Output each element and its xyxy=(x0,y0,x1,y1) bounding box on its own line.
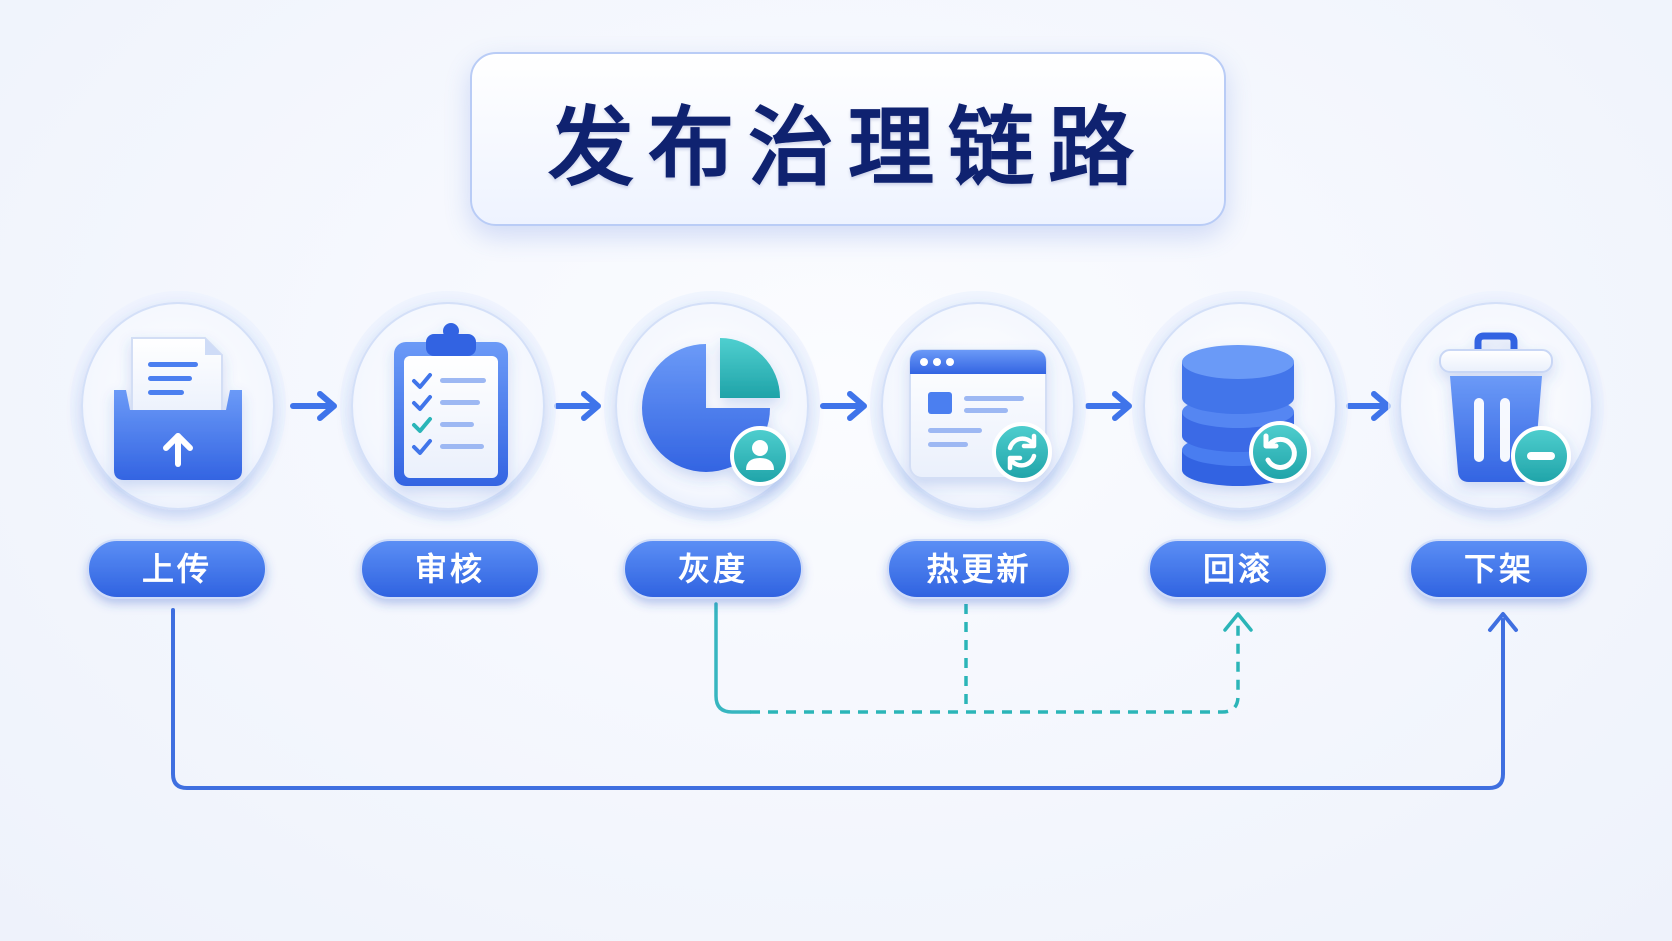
step-pill-review[interactable]: 审核 xyxy=(360,539,540,599)
step-pill-gray-release[interactable]: 灰度 xyxy=(623,539,803,599)
step-label-rollback: 回滚 xyxy=(1203,550,1273,588)
browser-refresh-icon xyxy=(909,349,1052,482)
step-pill-hot-update[interactable]: 热更新 xyxy=(887,539,1071,599)
arrow-4-5 xyxy=(1085,391,1132,421)
page-title: 发布治理链路 xyxy=(548,97,1148,198)
trash-remove-icon xyxy=(1439,332,1571,486)
upload-box-icon xyxy=(114,337,242,480)
connector-arrows xyxy=(290,391,1391,421)
step-label-pills: 上传 审核 灰度 热更新 回滚 下架 xyxy=(87,539,1589,599)
step-label-hot-update: 热更新 xyxy=(926,550,1031,588)
step-label-upload: 上传 xyxy=(142,550,212,588)
arrow-3-4 xyxy=(820,391,867,421)
rollback-arrowhead xyxy=(1223,612,1253,632)
gray-to-hot-line-solid xyxy=(714,602,752,714)
step-label-review: 审核 xyxy=(415,550,485,588)
arrow-2-3 xyxy=(554,391,601,421)
clipboard-checklist-icon xyxy=(394,323,508,486)
upload-to-takedown-line xyxy=(171,608,1505,790)
step-pill-takedown[interactable]: 下架 xyxy=(1409,539,1589,599)
step-pill-upload[interactable]: 上传 xyxy=(87,539,267,599)
step-label-gray-release: 灰度 xyxy=(678,550,748,588)
gray-to-rollback-dashed-line xyxy=(750,622,1240,714)
database-rollback-icon xyxy=(1182,345,1311,486)
pie-chart-user-icon xyxy=(642,338,790,486)
step-pill-rollback[interactable]: 回滚 xyxy=(1148,539,1328,599)
takedown-arrowhead xyxy=(1488,612,1518,632)
title-panel: 发布治理链路 xyxy=(470,52,1226,226)
arrow-5-6 xyxy=(1346,391,1391,421)
step-label-takedown: 下架 xyxy=(1464,550,1534,588)
arrow-1-2 xyxy=(290,391,337,421)
circle-gray-release xyxy=(604,291,820,521)
